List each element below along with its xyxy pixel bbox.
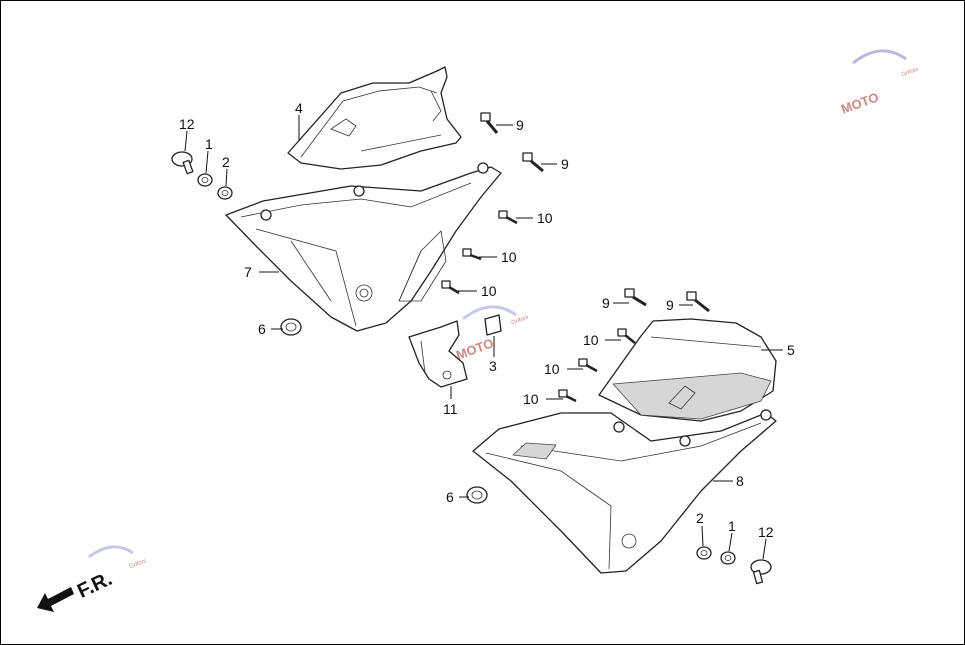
part-1-collar-right: [720, 551, 736, 565]
callout-1: 1: [205, 136, 213, 152]
part-10-bolt-f: [558, 389, 577, 403]
callout-5: 5: [787, 342, 795, 358]
leader-lines: [184, 115, 783, 560]
callout-10: 10: [583, 332, 599, 348]
part-7-left-side-cover: [225, 162, 502, 332]
part-9-bolt-a: [480, 112, 499, 134]
part-11-bracket: [408, 320, 468, 388]
watermark-small-text: Grifoni: [901, 67, 920, 79]
part-9-bolt-d: [686, 291, 710, 313]
callout-4: 4: [295, 100, 303, 116]
watermark-small-text: Grifoni: [511, 315, 530, 327]
watermark-small-text: Grifoni: [129, 558, 148, 570]
part-12-screw-left: [171, 151, 194, 175]
callout-12: 12: [758, 524, 774, 540]
part-10-bolt-a: [498, 210, 518, 225]
callout-10: 10: [544, 361, 560, 377]
part-8-right-side-cover: [472, 409, 777, 574]
part-10-bolt-c: [441, 280, 460, 295]
part-10-bolt-b: [462, 248, 482, 261]
callout-9: 9: [561, 156, 569, 172]
callout-labels: 12 1 2 4 9 9 10 10 10 7 6 3 11 9 9 10 10…: [179, 100, 795, 540]
callout-10: 10: [537, 210, 553, 226]
part-6-grommet-right: [466, 486, 488, 504]
part-12-screw-right: [750, 559, 772, 585]
part-2-grommet-right: [696, 546, 712, 560]
front-direction-indicator: F.R.: [37, 568, 116, 612]
callout-10: 10: [501, 249, 517, 265]
part-2-grommet-left: [217, 186, 233, 200]
callout-12: 12: [179, 116, 195, 132]
callout-7: 7: [244, 264, 252, 280]
callout-1: 1: [728, 518, 736, 534]
callout-9: 9: [516, 117, 524, 133]
front-indicator-label: F.R.: [74, 568, 116, 603]
callout-8: 8: [736, 473, 744, 489]
callout-3: 3: [489, 358, 497, 374]
watermark-logo-center: MOTO Grifoni: [454, 305, 530, 363]
watermark-logo-top: MOTO Grifoni: [839, 49, 920, 117]
part-9-bolt-c: [624, 288, 647, 307]
part-5-inner-panel: [598, 318, 777, 422]
callout-2: 2: [222, 154, 230, 170]
part-9-bolt-b: [522, 152, 544, 173]
front-arrow-icon: [37, 587, 74, 612]
part-3-clip-nut: [484, 314, 502, 336]
part-10-bolt-d: [617, 328, 636, 344]
callout-2: 2: [696, 510, 704, 526]
callout-9: 9: [666, 297, 674, 313]
part-6-grommet-left: [280, 318, 302, 336]
part-4-inner-panel: [287, 66, 462, 170]
callout-10: 10: [523, 391, 539, 407]
part-10-bolt-e: [578, 358, 598, 373]
callout-11: 11: [443, 401, 458, 417]
watermark-logo-bottom: Grifoni: [88, 545, 148, 570]
callout-10: 10: [481, 283, 497, 299]
watermark-text: MOTO: [839, 89, 881, 116]
callout-9: 9: [602, 295, 610, 311]
callout-6: 6: [446, 489, 454, 505]
callout-6: 6: [258, 321, 266, 337]
part-1-collar-left: [197, 173, 213, 187]
